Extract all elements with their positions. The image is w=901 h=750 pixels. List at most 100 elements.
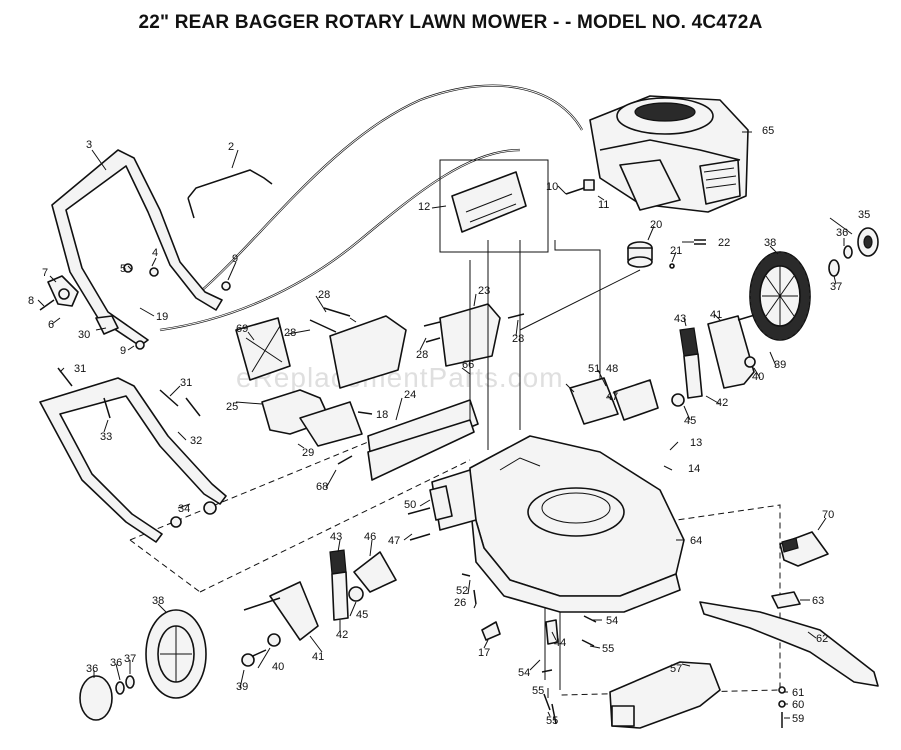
callout-62: 62 <box>816 633 828 645</box>
front-wheel <box>749 227 879 341</box>
callout-28c: 28 <box>416 349 428 361</box>
callout-10: 10 <box>546 181 558 193</box>
leader-lines <box>37 131 853 719</box>
callout-54b: 54 <box>518 667 530 679</box>
callout-14: 14 <box>688 463 700 475</box>
callout-54a: 54 <box>606 615 618 627</box>
callout-18: 18 <box>376 409 388 421</box>
callout-31b: 31 <box>180 377 192 389</box>
callout-37a: 37 <box>830 281 842 293</box>
callout-45b: 45 <box>356 609 368 621</box>
callout-66: 66 <box>462 359 474 371</box>
callout-4: 4 <box>152 247 158 259</box>
assembly-outline <box>129 399 781 696</box>
control-bail <box>187 169 273 219</box>
callout-19: 19 <box>156 311 168 323</box>
callout-44: 44 <box>554 637 566 649</box>
callout-55b: 55 <box>532 685 544 697</box>
callout-41a: 41 <box>710 309 722 321</box>
callout-11: 11 <box>598 199 609 211</box>
rear-wheel <box>79 609 267 721</box>
callout-24: 24 <box>404 389 416 401</box>
lower-handle <box>39 367 227 543</box>
callout-12: 12 <box>418 201 430 213</box>
throttle-cable <box>159 84 583 332</box>
callout-8: 8 <box>28 295 34 307</box>
callout-36b: 36 <box>110 657 122 669</box>
callout-46: 46 <box>364 531 376 543</box>
callout-26: 26 <box>454 597 466 609</box>
callout-13: 13 <box>690 437 702 449</box>
muffler-plate <box>439 159 549 253</box>
callout-7: 7 <box>42 267 48 279</box>
callout-9b: 9 <box>120 345 126 357</box>
callout-47a: 47 <box>606 391 618 403</box>
callout-69: 69 <box>236 323 248 335</box>
callout-35: 35 <box>858 209 870 221</box>
diagram-title: 22" REAR BAGGER ROTARY LAWN MOWER - - MO… <box>138 12 763 33</box>
callout-48: 48 <box>606 363 618 375</box>
callout-45a: 45 <box>684 415 696 427</box>
mower-deck <box>431 435 685 613</box>
callout-33: 33 <box>100 431 112 443</box>
callout-43b: 43 <box>330 531 342 543</box>
callout-32: 32 <box>190 435 202 447</box>
rear-door-assembly <box>235 303 525 481</box>
callout-65: 65 <box>762 125 774 137</box>
callout-38a: 38 <box>764 237 776 249</box>
callout-21: 21 <box>670 245 682 257</box>
handle-knob-assembly <box>39 263 231 350</box>
callout-5: 5 <box>120 263 126 275</box>
callout-42b: 42 <box>336 629 348 641</box>
upper-handle <box>51 149 223 347</box>
callout-2: 2 <box>228 141 234 153</box>
callout-57: 57 <box>670 663 682 675</box>
height-adjuster-front <box>569 313 759 425</box>
callout-36a: 36 <box>836 227 848 239</box>
callout-39b: 39 <box>236 681 248 693</box>
callout-63: 63 <box>812 595 824 607</box>
callout-64: 64 <box>690 535 702 547</box>
callout-40b: 40 <box>272 661 284 673</box>
callout-22: 22 <box>718 237 730 249</box>
callout-9a: 9 <box>232 253 238 265</box>
callout-17: 17 <box>478 647 490 659</box>
callout-43a: 43 <box>674 313 686 325</box>
callout-68: 68 <box>316 481 328 493</box>
callout-41b: 41 <box>312 651 324 663</box>
callout-55c: 55 <box>546 715 558 727</box>
callout-labels: 2 3 4 5 6 7 8 9 9 10 11 12 13 14 17 18 1… <box>28 125 870 727</box>
callout-50: 50 <box>404 499 416 511</box>
callout-6: 6 <box>48 319 54 331</box>
callout-47b: 47 <box>388 535 400 547</box>
callout-39a: 39 <box>774 359 786 371</box>
callout-37b: 37 <box>124 653 136 665</box>
callout-55a: 55 <box>602 643 614 655</box>
callout-38b: 38 <box>152 595 164 607</box>
callout-23: 23 <box>478 285 490 297</box>
reference-lines <box>469 240 641 690</box>
callout-36c: 36 <box>86 663 98 675</box>
callout-61: 61 <box>792 687 804 699</box>
callout-70: 70 <box>822 509 834 521</box>
callout-28d: 28 <box>512 333 524 345</box>
callout-28a: 28 <box>318 289 330 301</box>
callout-25: 25 <box>226 401 238 413</box>
blade-adapter-parts <box>565 179 706 269</box>
callout-20: 20 <box>650 219 662 231</box>
callout-30: 30 <box>78 329 90 341</box>
callout-28b: 28 <box>284 327 296 339</box>
callout-31a: 31 <box>74 363 86 375</box>
height-adjuster-rear <box>243 485 453 647</box>
callout-51: 51 <box>588 363 600 375</box>
callout-60: 60 <box>792 699 804 711</box>
callout-52: 52 <box>456 585 468 597</box>
callout-59: 59 <box>792 713 804 725</box>
callout-34: 34 <box>178 503 190 515</box>
callout-3: 3 <box>86 139 92 151</box>
callout-42a: 42 <box>716 397 728 409</box>
engine <box>589 95 749 213</box>
callout-40a: 40 <box>752 371 764 383</box>
callout-29: 29 <box>302 447 314 459</box>
